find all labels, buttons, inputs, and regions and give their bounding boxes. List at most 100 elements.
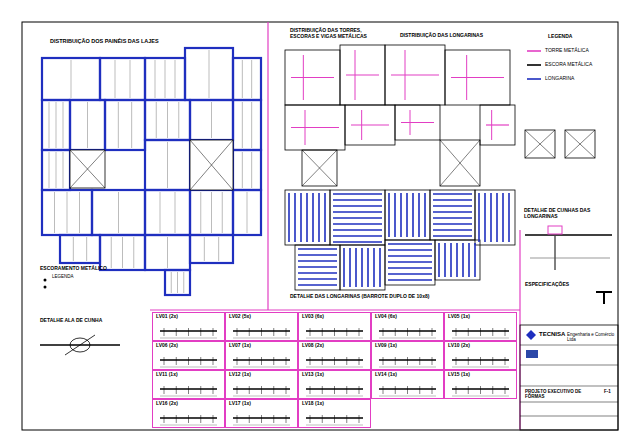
beam-sketch bbox=[452, 328, 509, 338]
beam-cell: LV08 (2x) bbox=[298, 341, 371, 370]
slab-panel bbox=[145, 100, 190, 140]
longarina bbox=[343, 248, 345, 287]
detail-title: DETALHE ALA DE CUNHA bbox=[40, 318, 102, 324]
legend-item: ESCORA METÁLICA bbox=[526, 62, 592, 68]
longarina bbox=[474, 243, 476, 277]
slab-panel bbox=[42, 58, 100, 100]
panel-joint bbox=[54, 192, 55, 233]
slab-panel bbox=[190, 100, 233, 140]
longarina bbox=[388, 255, 432, 257]
longarina bbox=[400, 193, 402, 237]
metal-beam bbox=[305, 110, 306, 145]
panel-joint bbox=[218, 237, 219, 261]
longarina bbox=[456, 243, 458, 277]
title-rule bbox=[520, 386, 618, 387]
slab-panel bbox=[185, 48, 233, 100]
panel-joint bbox=[56, 152, 57, 188]
panel-joint bbox=[63, 102, 64, 148]
slab-panel bbox=[233, 150, 261, 190]
beam-cell: LV07 (1x) bbox=[225, 341, 298, 370]
beam-sketch bbox=[452, 357, 509, 367]
panel-joint bbox=[122, 237, 123, 268]
longarina bbox=[388, 243, 432, 245]
panel-joint bbox=[167, 102, 168, 138]
metal-beam bbox=[291, 77, 334, 78]
panel-joint bbox=[183, 272, 184, 293]
panel-joint bbox=[200, 192, 201, 233]
panel-joint bbox=[251, 152, 252, 188]
title-rule bbox=[520, 416, 618, 417]
slab-panel bbox=[42, 150, 70, 190]
detail-title: DETALHE DE CUNHAS DAS LONGARINAS bbox=[524, 208, 616, 220]
metal-beam bbox=[451, 77, 504, 78]
legend-sample bbox=[526, 76, 542, 82]
panel-joint bbox=[175, 192, 176, 233]
panel-joint bbox=[242, 152, 243, 188]
panel-joint bbox=[171, 272, 172, 293]
plan-bay bbox=[330, 190, 385, 245]
panel-joint bbox=[131, 102, 132, 148]
beam-label: LV11 (1x) bbox=[153, 371, 224, 379]
beam-cell: LV06 (2x) bbox=[152, 341, 225, 370]
beam-cell: LV11 (1x) bbox=[152, 370, 225, 399]
slab-panel bbox=[190, 235, 233, 263]
metal-beam bbox=[491, 110, 492, 140]
slab-panel bbox=[233, 58, 261, 100]
plan-bay bbox=[340, 245, 385, 290]
panel-joint bbox=[86, 237, 87, 261]
slab-panel bbox=[145, 190, 190, 235]
beam-label: LV14 (1x) bbox=[372, 371, 443, 379]
beam-label: LV15 (1x) bbox=[445, 371, 516, 379]
beam-label: LV04 (6x) bbox=[372, 313, 443, 321]
legend-text: LONGARINA bbox=[545, 76, 574, 82]
longarina bbox=[433, 211, 472, 213]
company-logo bbox=[526, 330, 536, 340]
panel-joint bbox=[160, 192, 161, 233]
longarina bbox=[333, 217, 382, 219]
longarina bbox=[468, 243, 470, 277]
longarina bbox=[438, 243, 440, 277]
beam-label: LV08 (2x) bbox=[299, 342, 370, 350]
panel-joint bbox=[247, 192, 248, 233]
longarina bbox=[349, 248, 351, 287]
beam-label: LV13 (1x) bbox=[299, 371, 370, 379]
beam-cell: LV09 (1x) bbox=[371, 341, 444, 370]
panel-joint bbox=[118, 102, 119, 148]
metal-beam bbox=[346, 74, 379, 75]
beam-sketch bbox=[379, 386, 436, 396]
panel-joint bbox=[222, 192, 223, 233]
beam-sketch bbox=[233, 415, 290, 425]
slab-panel bbox=[70, 100, 105, 150]
sheet-number: F-1 bbox=[604, 389, 611, 394]
plan-bay bbox=[285, 50, 340, 105]
beam-label: LV01 (2x) bbox=[153, 313, 224, 321]
longarina bbox=[300, 193, 302, 242]
longarina bbox=[433, 193, 472, 195]
beam-sketch bbox=[306, 328, 363, 338]
longarina bbox=[355, 248, 357, 287]
sheet-divider bbox=[267, 22, 268, 310]
beam-label: LV02 (5x) bbox=[226, 313, 297, 321]
metal-beam bbox=[410, 110, 411, 135]
legend-text: ESCORA METÁLICA bbox=[545, 62, 592, 68]
shaft-void bbox=[565, 130, 595, 158]
metal-beam bbox=[303, 55, 304, 100]
slab-panel bbox=[100, 58, 145, 100]
longarina bbox=[298, 254, 337, 256]
company-name: TECNISA bbox=[539, 331, 565, 338]
longarina bbox=[388, 249, 432, 251]
beam-cell: LV05 (1x) bbox=[444, 312, 517, 341]
longarina bbox=[394, 193, 396, 237]
longarina bbox=[388, 279, 432, 281]
longarina bbox=[496, 193, 498, 242]
metal-beam bbox=[405, 50, 406, 100]
longarina bbox=[406, 193, 408, 237]
longarina bbox=[333, 241, 382, 243]
shaft-void bbox=[302, 150, 337, 186]
longarina bbox=[379, 248, 381, 287]
company-subtitle: Engenharia e Comércio Ltda bbox=[567, 332, 617, 342]
longarina bbox=[298, 284, 337, 286]
slab-panel bbox=[105, 100, 145, 150]
longarina bbox=[298, 248, 337, 250]
